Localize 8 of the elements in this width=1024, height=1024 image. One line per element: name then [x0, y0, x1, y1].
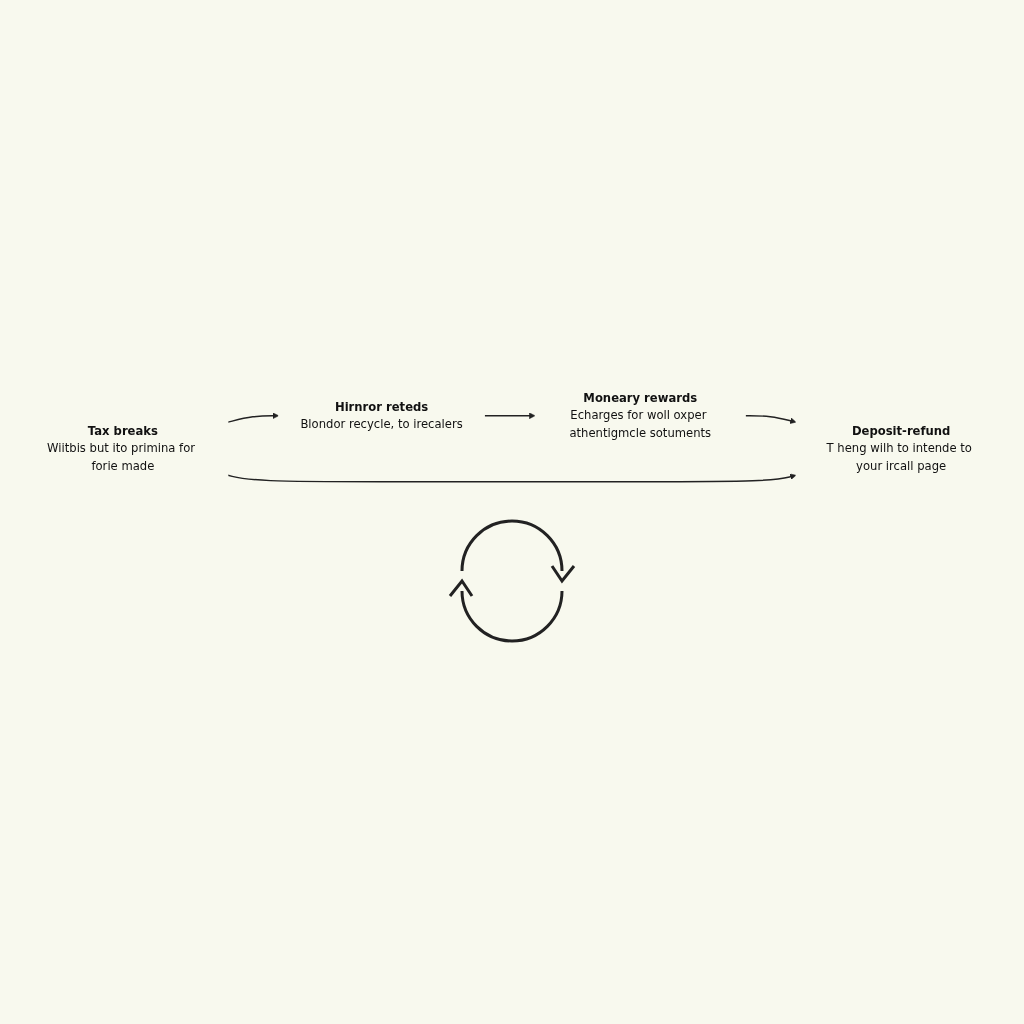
arrow [744, 414, 797, 424]
node-text: Tax breaks Wiitbis but ito primina for forie made [47, 423, 196, 473]
arrow [227, 412, 279, 423]
node-text: Deposit-refund T heng wilh to intende to your ircall page [826, 423, 972, 473]
arrow [227, 473, 797, 483]
arrow [483, 412, 536, 419]
node-text: Hirnror reteds Blondor recycle, to irecalers [300, 399, 463, 431]
node-text: Moneary rewards Echarges for woll oxper athentigmcle sotuments [569, 390, 712, 440]
